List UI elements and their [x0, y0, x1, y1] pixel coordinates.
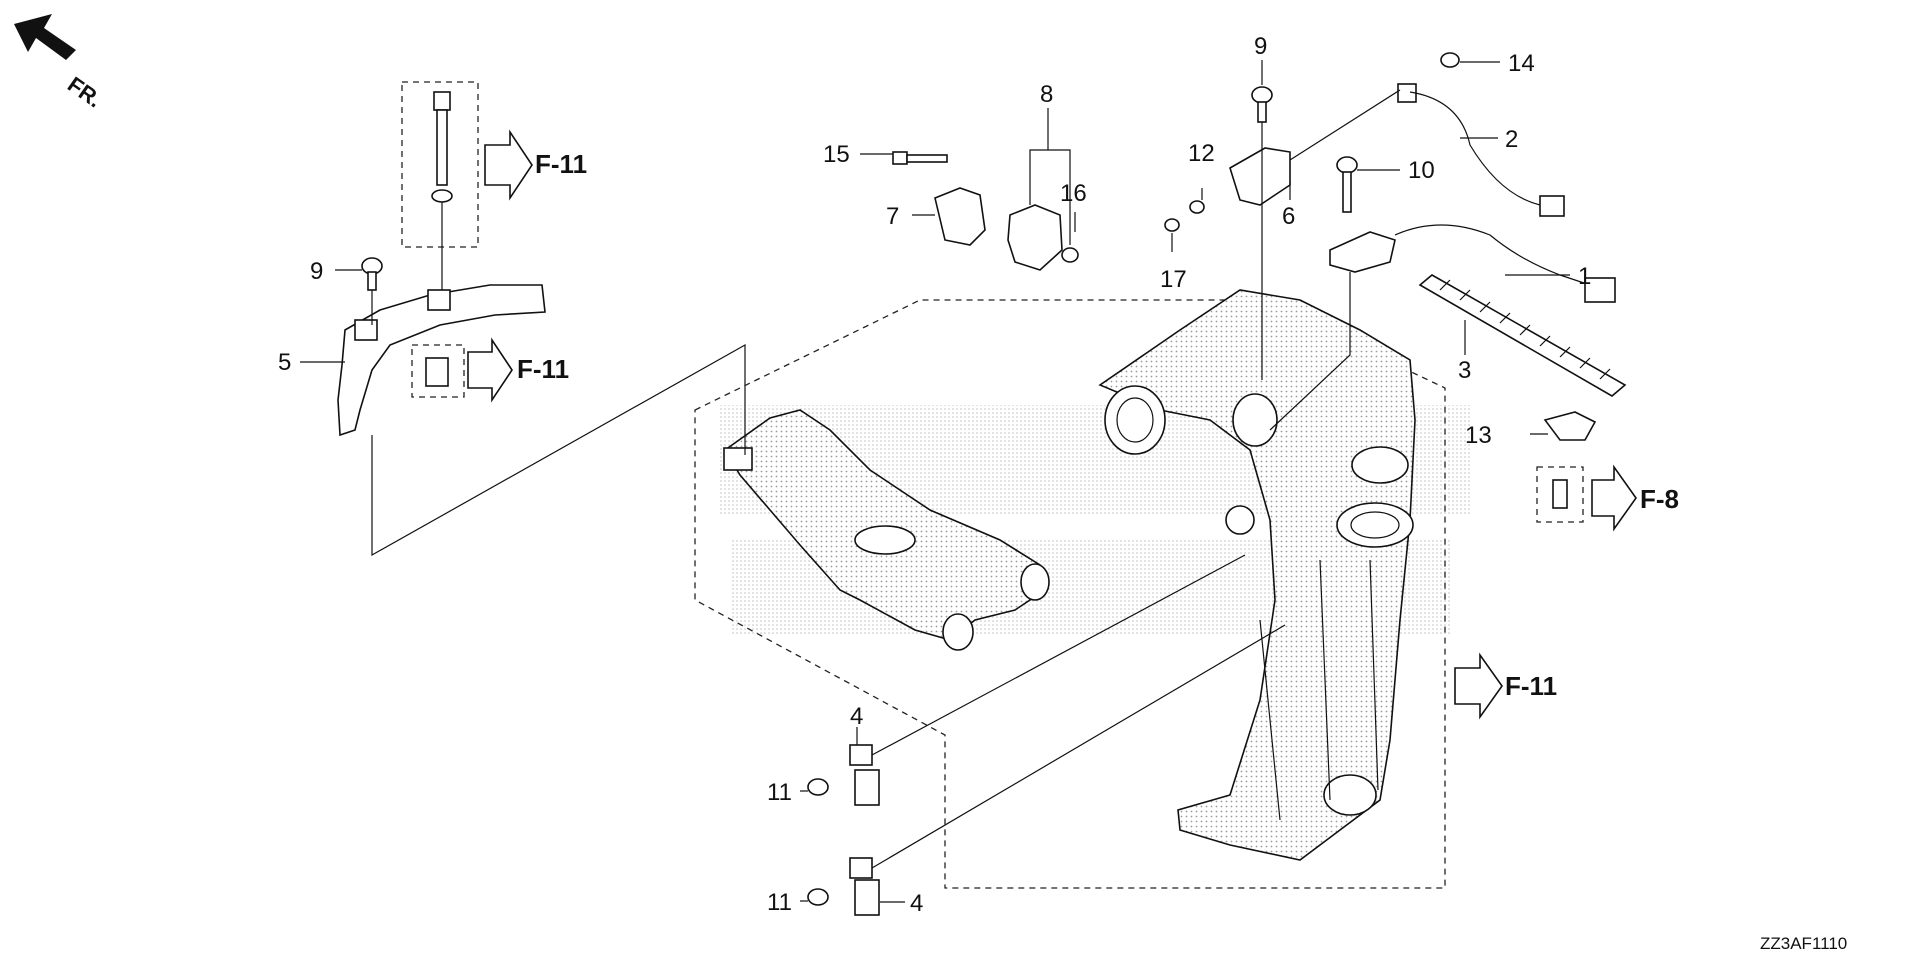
part-7-8-clamp	[892, 151, 1079, 271]
callout-11a: 11	[767, 779, 792, 806]
link-grommet-upper	[871, 554, 1246, 756]
callout-4b: 4	[910, 890, 923, 917]
callout-12: 12	[1188, 140, 1215, 167]
collar	[425, 357, 449, 387]
callout-11b: 11	[767, 889, 792, 916]
swivel-case	[1098, 289, 1416, 861]
part-2-harness	[1397, 52, 1565, 217]
link-sensor-to-case	[1269, 272, 1351, 431]
assembly-outline	[694, 299, 1446, 889]
callout-14: 14	[1508, 50, 1535, 77]
callout-5: 5	[278, 349, 291, 376]
callout-6: 6	[1282, 203, 1295, 230]
part-4-11-upper	[807, 744, 880, 806]
link-grommet-lower	[871, 624, 1286, 869]
ref-f8-label: F-8	[1640, 484, 1679, 514]
callout-16: 16	[1060, 180, 1087, 207]
front-direction-label: FR.	[63, 72, 106, 113]
diagram-code: ZZ3AF1110	[1760, 934, 1847, 953]
ref-arrow-f8[interactable]: F-8	[1591, 464, 1679, 532]
detail-box-collar	[411, 344, 465, 398]
callout-9a: 9	[1254, 33, 1267, 60]
ref-arrow-f11-mid[interactable]: F-11	[467, 337, 569, 403]
callout-10: 10	[1408, 157, 1435, 184]
callout-2: 2	[1505, 126, 1518, 153]
ref-f11-mid-label: F-11	[517, 354, 569, 384]
callout-3: 3	[1458, 357, 1471, 384]
ref-f11-right-label: F-11	[1505, 671, 1557, 701]
part-6-bracket	[1164, 86, 1291, 232]
callout-15: 15	[823, 141, 850, 168]
link-harness-to-bracket	[1289, 89, 1401, 161]
callout-17: 17	[1160, 266, 1187, 293]
front-direction-arrow: FR.	[14, 14, 107, 112]
bolt-long	[431, 91, 453, 203]
ref-f11-top-label: F-11	[535, 149, 587, 179]
callout-1: 1	[1578, 263, 1591, 290]
link-stopper-to-bracket	[371, 343, 746, 557]
leader-8	[1029, 108, 1071, 245]
callout-9b: 9	[310, 258, 323, 285]
part-4-11-lower	[807, 857, 880, 916]
part-13-clamp	[1536, 411, 1597, 523]
callout-13: 13	[1465, 422, 1492, 449]
detail-box-bolt	[401, 81, 479, 248]
ref-arrow-f11-top[interactable]: F-11	[484, 129, 587, 201]
part-3-spiral-tube	[1418, 274, 1627, 397]
stern-bracket	[723, 409, 1050, 651]
part-1-sensor	[1329, 156, 1616, 303]
callout-8: 8	[1040, 81, 1053, 108]
ref-arrow-f11-right[interactable]: F-11	[1454, 652, 1557, 720]
callout-7: 7	[886, 203, 899, 230]
callout-4a: 4	[850, 703, 863, 730]
bolt-9-left	[361, 257, 383, 291]
